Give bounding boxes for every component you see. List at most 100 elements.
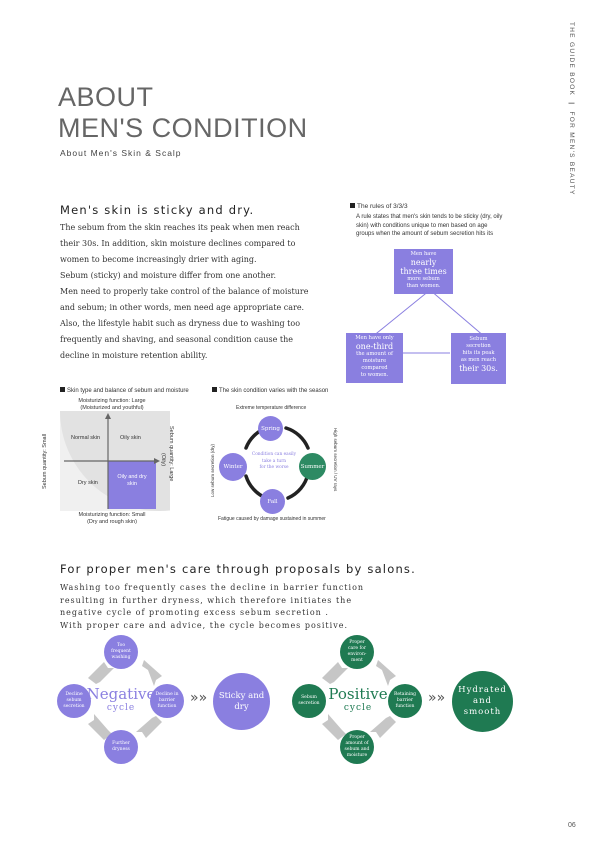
s1-line: Sebum (sticky) and moisture differ from … xyxy=(60,271,277,280)
box-text-big: one-third xyxy=(355,342,394,351)
season-summer: Summer xyxy=(299,453,326,480)
node-line: sebum and xyxy=(344,747,370,752)
top-label-line: Moisturizing function: Large xyxy=(78,398,146,404)
box-text: hits its peak xyxy=(462,350,495,356)
section2-body: Washing too frequently cases the decline… xyxy=(60,582,370,632)
box-text: to women. xyxy=(360,372,389,378)
bullet-square-icon xyxy=(212,387,217,392)
node-line: barrier xyxy=(158,698,176,703)
box-text: Men have only xyxy=(355,335,394,341)
negative-cycle-arrows xyxy=(88,660,162,740)
rules-title-text: The rules of 3/3/3 xyxy=(357,203,408,210)
box-text: as men reach xyxy=(460,357,497,363)
s2-line: resulting in further dryness, which ther… xyxy=(60,595,353,605)
s1-line: Also, the lifestyle habit such as drynes… xyxy=(60,319,301,328)
rules-right-box: Sebum secretion hits its peak as men rea… xyxy=(451,333,506,384)
node-line: secretion xyxy=(63,704,85,709)
positive-sub: cycle xyxy=(343,703,373,713)
title-line-1: ABOUT xyxy=(58,82,154,112)
node-line: secretion xyxy=(298,701,320,706)
result-line: dry xyxy=(234,701,249,712)
skin-chart-top-label: Moisturizing function: Large (Moisturize… xyxy=(60,398,164,412)
box-text: compared xyxy=(361,365,388,371)
neg-top-node: Too frequent washing xyxy=(104,635,138,669)
s1-line: women to become increasingly drier with … xyxy=(60,255,257,264)
node-line: Further xyxy=(112,741,130,746)
top-label-line: (Moisturized and youthful) xyxy=(80,405,144,411)
node-line: ment xyxy=(351,658,363,663)
result-line: smooth xyxy=(463,707,502,717)
node-line: barrier xyxy=(396,698,414,703)
s2-line: With proper care and advice, the cycle b… xyxy=(60,620,348,630)
page-title: ABOUT MEN'S CONDITION xyxy=(58,82,308,144)
s2-line: negative cycle of promoting excess sebum… xyxy=(60,608,329,617)
node-line: Proper xyxy=(349,735,365,740)
pos-top-node: Proper care for environ- ment xyxy=(340,635,374,669)
box-text: the amount of xyxy=(356,351,393,357)
skin-left-label: Sebum quantity: Small xyxy=(42,433,48,489)
s1-line: The sebum from the skin reaches its peak… xyxy=(60,223,300,232)
section2-heading: For proper men's care through proposals … xyxy=(60,562,416,576)
quadrant-oily: Oily skin xyxy=(120,435,141,441)
node-line: amount of xyxy=(345,741,369,746)
s1-line: decline in moisture retention ability. xyxy=(60,351,208,360)
season-center-text: Condition can easily take a turn for the… xyxy=(250,452,298,472)
result-line: Hydrated xyxy=(458,685,507,695)
box-text: Sebum xyxy=(469,336,488,342)
bottom-label-line: Moisturizing function: Small xyxy=(78,512,146,518)
negative-arrow-icon: »» xyxy=(190,690,208,706)
rules-left-box: Men have only one-third the amount of mo… xyxy=(346,333,403,383)
positive-cycle-arrows xyxy=(322,660,396,740)
neg-bottom-node: Further dryness xyxy=(104,730,138,764)
node-line: dryness xyxy=(112,747,130,752)
quadrant-normal: Normal skin xyxy=(71,435,101,441)
node-line: Decline in xyxy=(155,692,179,697)
pos-right-node: Retaining barrier function xyxy=(388,684,422,718)
node-line: Too xyxy=(116,643,126,648)
quadrant-dry: Dry skin xyxy=(78,480,98,486)
neg-left-node: Decline sebum secretion xyxy=(57,684,91,718)
positive-cycle-label: Positive cycle xyxy=(322,686,394,714)
node-line: Sebum xyxy=(301,695,317,700)
center-line: for the worse xyxy=(259,465,289,470)
box-text: Men have xyxy=(410,251,437,257)
quadrant-oily-dry: Oily and dry skin xyxy=(117,474,147,487)
node-line: Proper xyxy=(349,640,365,645)
skin-chart-bottom-label: Moisturizing function: Small (Dry and ro… xyxy=(60,512,164,526)
rules-description: A rule states that men's skin tends to b… xyxy=(356,214,503,237)
box-text-big: nearly xyxy=(410,258,437,267)
positive-arrow-icon: »» xyxy=(428,690,446,706)
season-chart-title-text: The skin condition varies with the seaso… xyxy=(219,388,329,394)
node-line: function xyxy=(395,704,415,709)
page-subtitle: About Men's Skin & Scalp xyxy=(60,148,182,158)
center-line: Condition can easily xyxy=(251,452,297,457)
skin-quadrant-chart xyxy=(60,411,170,511)
bullet-square-icon xyxy=(60,387,65,392)
pos-bottom-node: Proper amount of sebum and moisture xyxy=(340,730,374,764)
season-left-label: Low sebum secretion (dry) xyxy=(210,443,215,497)
box-text-big: their 30s. xyxy=(459,364,498,373)
guide-label: THE GUIDE BOOK xyxy=(568,22,575,97)
sidebar-separator: | xyxy=(568,102,575,106)
neg-right-node: Decline in barrier function xyxy=(150,684,184,718)
node-line: care for xyxy=(348,646,366,651)
season-top-label: Extreme temperature difference xyxy=(236,405,307,411)
s2-line: Washing too frequently cases the decline… xyxy=(60,583,365,592)
box-text: moisture xyxy=(362,358,387,364)
box-text-big: three times xyxy=(400,267,447,276)
negative-result: Sticky and dry xyxy=(213,673,270,730)
pos-left-node: Sebum secretion xyxy=(292,684,326,718)
rules-top-box: Men have nearly three times more sebum t… xyxy=(394,249,453,294)
node-line: Retaining xyxy=(393,692,417,697)
sidebar-vertical-text: THE GUIDE BOOK | FOR MEN'S BEAUTY xyxy=(563,22,577,222)
node-line: washing xyxy=(111,655,131,660)
box-text: than women. xyxy=(406,283,441,289)
season-bottom-label: Fatigue caused by damage sustained in su… xyxy=(218,516,326,522)
positive-result: Hydrated and smooth xyxy=(452,671,513,732)
title-line-2: MEN'S CONDITION xyxy=(58,113,308,143)
season-fall: Fall xyxy=(260,489,285,514)
node-line: moisture xyxy=(346,753,368,758)
positive-title: Positive xyxy=(328,685,388,703)
season-right-label: High sebum secretion / UV rays xyxy=(333,428,338,492)
season-spring: Spring xyxy=(258,416,283,441)
